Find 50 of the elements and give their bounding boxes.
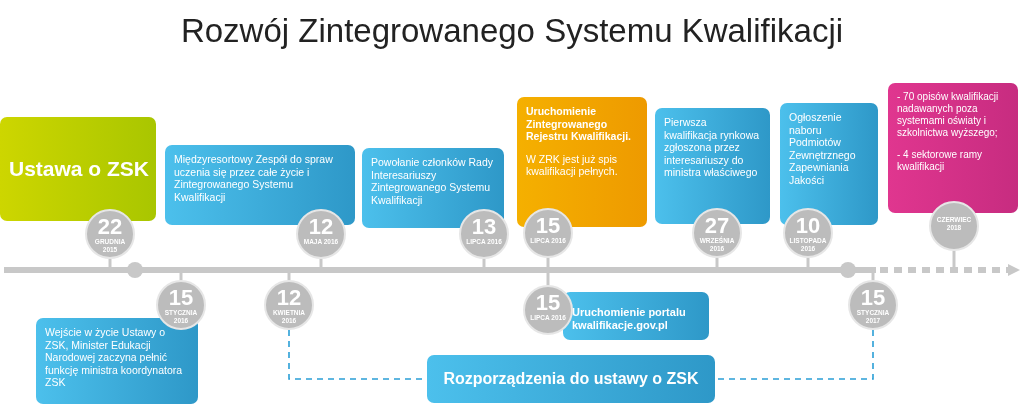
date-day: 10 <box>785 215 831 237</box>
date-day: 12 <box>298 216 344 238</box>
date-circle <box>459 209 509 259</box>
date-circle <box>85 209 135 259</box>
event-text: Pierwsza kwalifikacja rynkowa zgłoszona przez interesariuszy do ministra właściwego <box>664 116 761 179</box>
date-day: 15 <box>525 292 571 314</box>
stem-line <box>546 258 550 267</box>
event-text: Uruchomienie portalu kwalifikacje.gov.pl <box>572 305 687 331</box>
date-day: 15 <box>525 215 571 237</box>
date-day: 13 <box>461 216 507 238</box>
event-text: - 4 sektorowe ramy kwalifikacji <box>897 149 984 173</box>
stem-line <box>108 259 112 267</box>
event-text: W ZRK jest już spis kwalifikacji pełnych. <box>526 152 619 178</box>
stem-line <box>179 273 183 280</box>
event-text: Uruchomienie Zintegrowanego Rejestru Kwalifikacji. <box>526 105 633 143</box>
timeline-arrow <box>4 264 1020 276</box>
stem-line <box>546 273 550 285</box>
stem-line <box>952 251 956 267</box>
date-circle <box>523 285 573 335</box>
stem-line <box>287 273 291 280</box>
event-text: Wejście w życie Ustawy o ZSK, Minister Edukacji Narodowej zaczyna pełnić funkcję ministra koordynatora ZSK <box>45 326 184 389</box>
date-circle <box>692 208 742 258</box>
stem-line <box>871 273 875 280</box>
date-circle <box>156 280 206 330</box>
event-card <box>888 83 1018 213</box>
stem-line <box>319 259 323 267</box>
event-text: Ogłoszenie naboru Podmiotów Zewnętrznego Zapewniania Jakości <box>789 111 857 186</box>
date-day: 15 <box>158 287 204 309</box>
stem-line <box>806 258 810 267</box>
event-text: - 70 opisów kwalifikacji nadawanych poza systemami oświaty i szkolnictwa wyższego; <box>897 91 1000 139</box>
date-circle <box>848 280 898 330</box>
date-circle <box>783 208 833 258</box>
date-circle <box>264 280 314 330</box>
event-card <box>427 355 715 403</box>
date-circle <box>929 201 979 251</box>
event-text: Międzyresortowy Zespół do spraw uczenia się przez całe życie i Zintegrowanego Systemu Kwalifikacji <box>174 153 334 203</box>
title: Rozwój Zintegrowanego Systemu Kwalifikacji <box>179 12 845 50</box>
stem-line <box>482 259 486 267</box>
date-circle <box>523 208 573 258</box>
date-day: 27 <box>694 215 740 237</box>
event-card <box>36 318 198 404</box>
date-day: 12 <box>266 287 312 309</box>
date-circle <box>296 209 346 259</box>
event-text: Powołanie członków Rady Interesariuszy Zintegrowanego Systemu Kwalifikacji <box>371 156 494 206</box>
event-text: Ustawa o ZSK <box>9 156 150 182</box>
date-day: 15 <box>850 287 896 309</box>
event-card <box>0 117 156 221</box>
event-text: Rozporządzenia do ustawy o ZSK <box>443 369 699 389</box>
date-day: 22 <box>87 216 133 238</box>
stem-line <box>715 258 719 267</box>
